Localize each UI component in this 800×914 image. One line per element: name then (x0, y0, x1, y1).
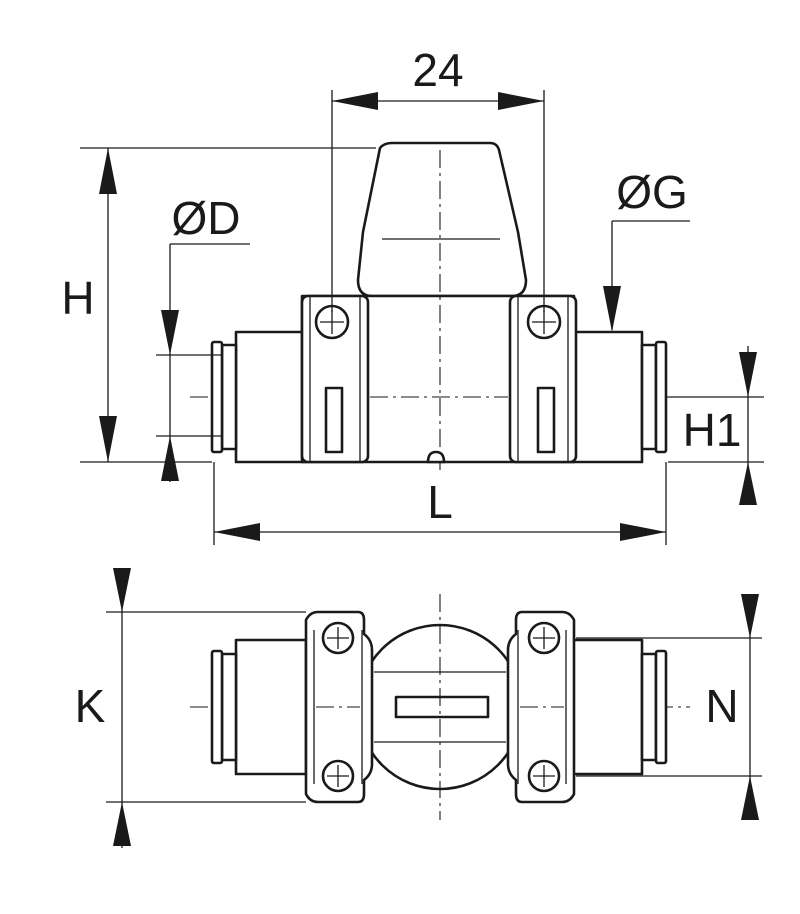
valve-handle (356, 141, 528, 298)
top-right-clamp (506, 610, 576, 804)
dim-h1-arrow-top (739, 352, 757, 397)
left-pipe (234, 330, 308, 464)
right-collet (640, 343, 658, 451)
dim-h-arrow-bottom (99, 416, 117, 462)
top-knob-slot (394, 695, 490, 719)
body-notch (426, 450, 446, 464)
dim-g-label: ØG (616, 166, 688, 218)
top-view (190, 594, 690, 820)
dim-d-arrow-bottom (161, 436, 179, 481)
dim-d-arrow-top (161, 310, 179, 355)
dim-h1-arrow-bottom (739, 462, 757, 505)
right-collet-ring (654, 340, 668, 454)
front-dimensions: 24 H ØD ØG H1 L (61, 44, 764, 545)
left-clamp (300, 294, 370, 464)
left-collet-ring (210, 340, 224, 454)
dim-l-label: L (427, 476, 453, 528)
dim-h1-label: H1 (683, 404, 742, 456)
dim-l-arrow-left (214, 523, 260, 541)
left-collet (220, 343, 238, 451)
dim-k-arrow-top (113, 568, 131, 612)
dim-k-arrow-bottom (113, 802, 131, 846)
left-clamp-slot (324, 386, 344, 454)
dim-h-label: H (61, 272, 94, 324)
dim-h-arrow-top (99, 148, 117, 194)
top-left-pipe (234, 638, 308, 776)
dim-24-arrow-right (498, 92, 544, 110)
top-right-pipe (570, 638, 644, 776)
top-left-collet (220, 652, 238, 762)
top-left-collet-ring (210, 649, 224, 765)
right-pipe (570, 330, 644, 464)
right-clamp-slot (536, 386, 556, 454)
dim-d-label: ØD (172, 192, 241, 244)
right-clamp (508, 294, 578, 464)
dim-24-label: 24 (412, 44, 463, 96)
dim-n-label: N (705, 680, 738, 732)
top-right-collet (640, 652, 658, 762)
dim-g-arrow (603, 286, 621, 332)
dim-l-arrow-right (620, 523, 666, 541)
dim-n-arrow-top (741, 594, 759, 638)
top-right-collet-ring (654, 649, 668, 765)
dim-n-arrow-bottom (741, 776, 759, 820)
dim-k-label: K (75, 680, 106, 732)
top-dimensions: K N (75, 568, 762, 848)
dim-24-arrow-left (332, 92, 378, 110)
front-view (190, 141, 680, 470)
